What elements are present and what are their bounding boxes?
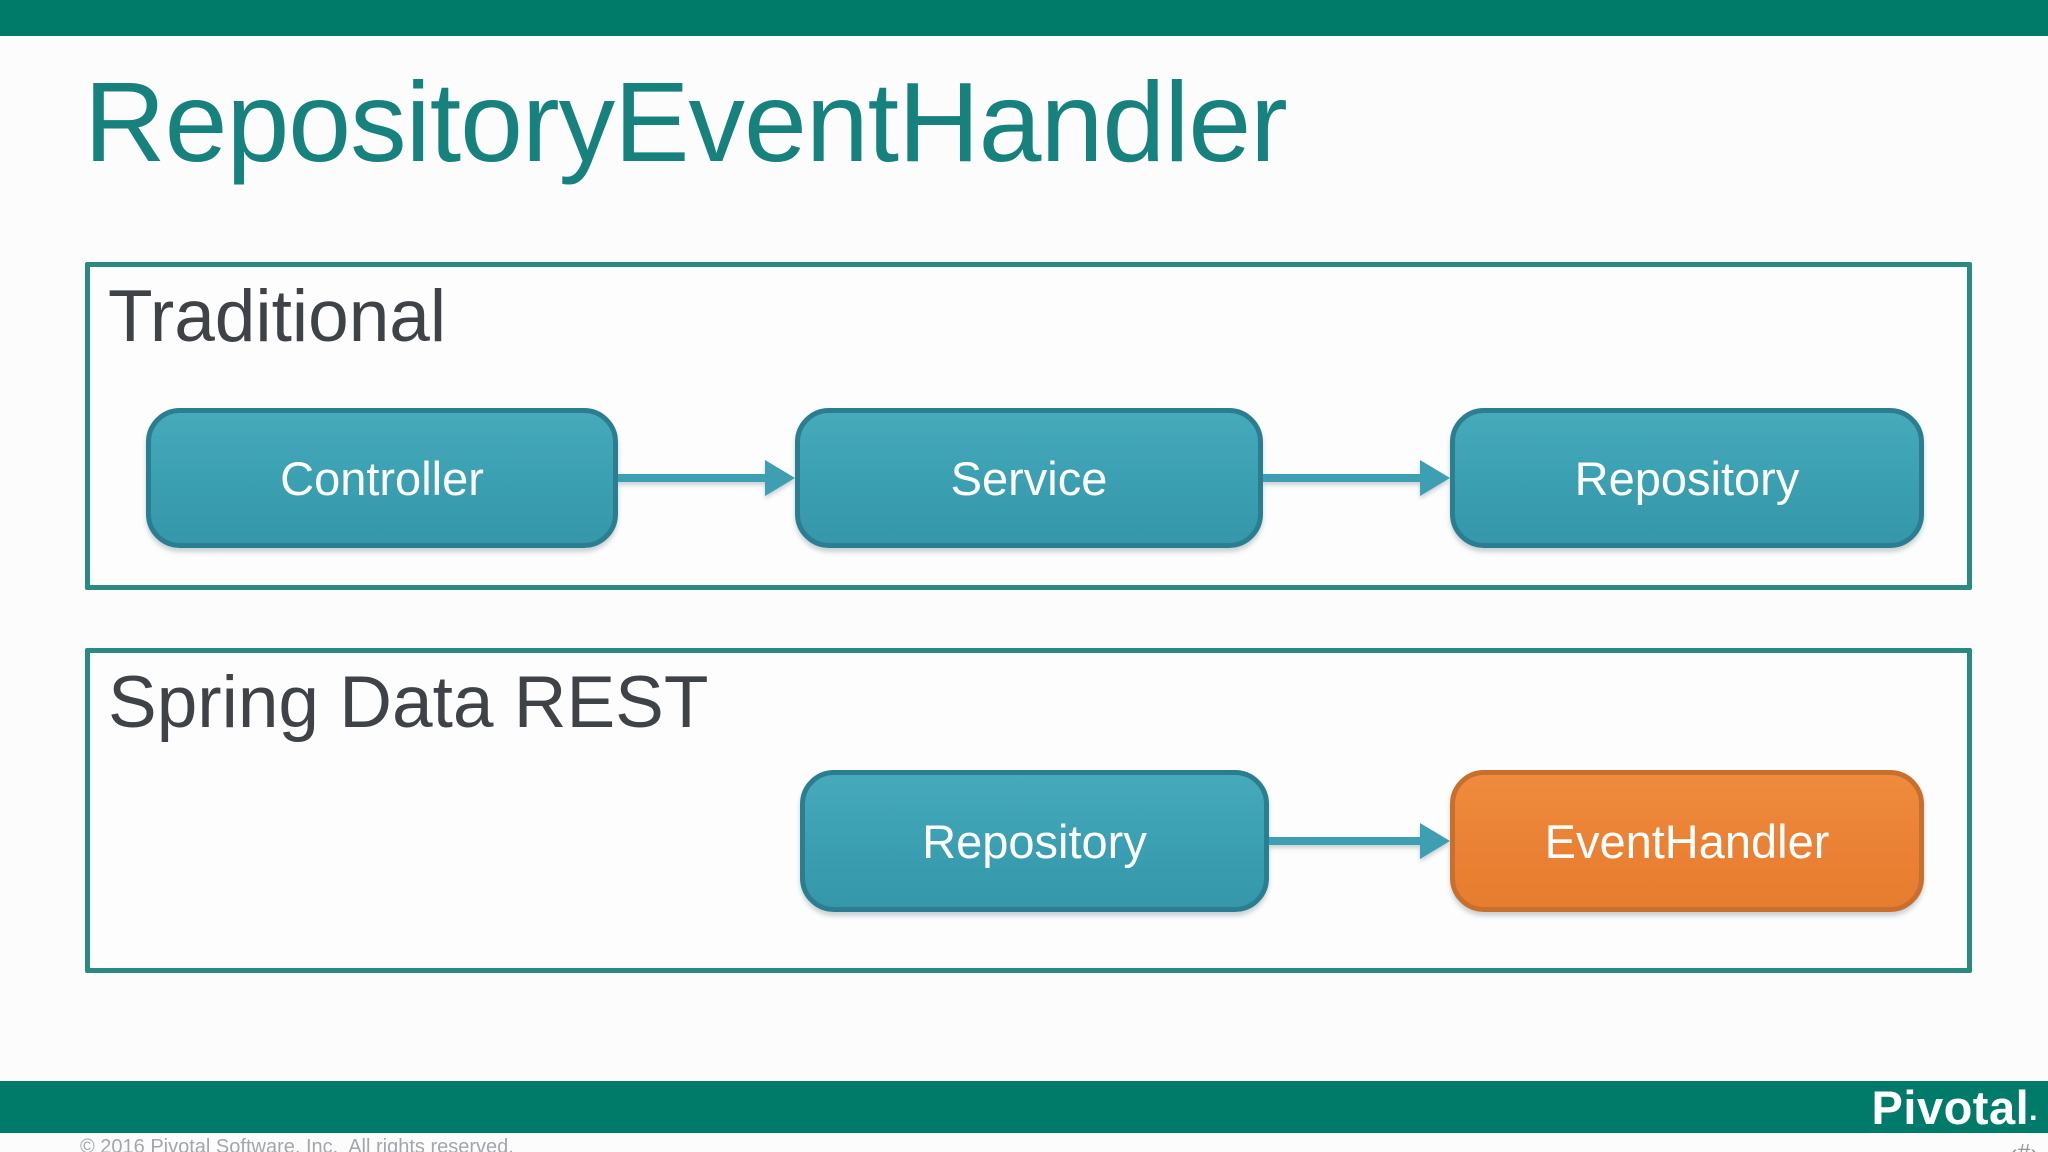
arrow-shaft — [1269, 837, 1422, 845]
top-accent-bar — [0, 0, 2048, 36]
arrow-shaft — [618, 474, 767, 482]
node-repository-sdr: Repository — [800, 770, 1269, 912]
arrow-head-icon — [1420, 460, 1450, 496]
footer-accent-bar: Pivotal. — [0, 1080, 2048, 1134]
spring-data-rest-panel-label: Spring Data REST — [108, 662, 709, 743]
copyright-text: © 2016 Pivotal Software, Inc. All rights… — [80, 1136, 514, 1152]
node-eventhandler: EventHandler — [1450, 770, 1924, 912]
arrow-controller-to-service-icon — [618, 460, 795, 496]
arrow-head-icon — [1420, 823, 1450, 859]
arrow-head-icon — [765, 460, 795, 496]
arrow-service-to-repository-icon — [1263, 460, 1450, 496]
spring-data-rest-panel: Spring Data REST Repository EventHandler — [85, 648, 1972, 973]
traditional-panel: Traditional Controller Service Repositor… — [85, 262, 1972, 590]
traditional-panel-label: Traditional — [108, 276, 447, 357]
arrow-repository-to-eventhandler-icon — [1269, 823, 1450, 859]
node-controller: Controller — [146, 408, 618, 548]
pivotal-logo-dot: . — [2029, 1094, 2038, 1127]
arrow-shaft — [1263, 474, 1422, 482]
pivotal-logo: Pivotal. — [1871, 1080, 2038, 1134]
slide-title: RepositoryEventHandler — [84, 59, 1288, 185]
slide-number-placeholder: ‹#› — [2009, 1139, 2038, 1152]
node-service: Service — [795, 408, 1263, 548]
node-repository-traditional: Repository — [1450, 408, 1924, 548]
pivotal-logo-text: Pivotal — [1871, 1080, 2030, 1134]
